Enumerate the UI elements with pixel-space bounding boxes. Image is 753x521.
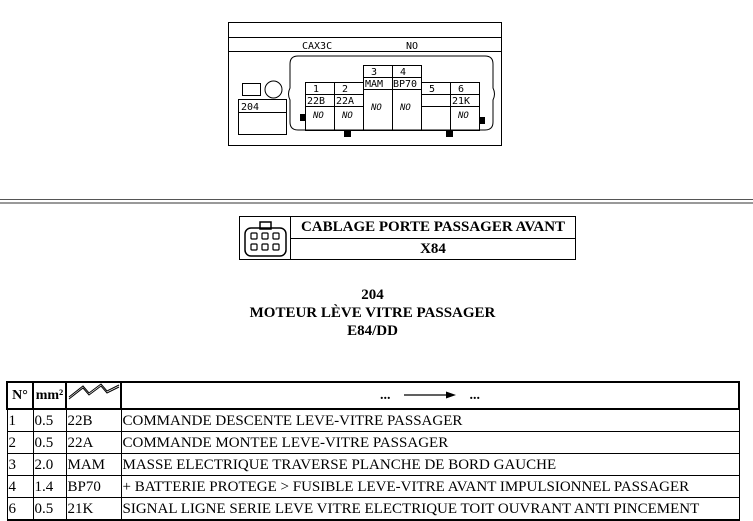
- pin-value: NO: [370, 103, 382, 113]
- pin-value: NO: [312, 111, 324, 121]
- locating-mark: [479, 117, 485, 124]
- section-divider: [0, 202, 753, 204]
- table-row: 4 1.4 BP70 + BATTERIE PROTEGE > FUSIBLE …: [6, 475, 740, 498]
- wire-code-cell: BP70: [65, 475, 122, 498]
- wire-section-cell: 0.5: [32, 497, 67, 521]
- locating-mark: [344, 131, 351, 137]
- pin-number: 3: [371, 67, 377, 78]
- connector-code: X84: [420, 241, 446, 257]
- wire-description-cell: SIGNAL LIGNE SERIE LEVE VITRE ELECTRIQUE…: [120, 497, 740, 521]
- pin-number: 2: [342, 84, 348, 95]
- wire-code-cell: 21K: [65, 497, 122, 521]
- connector-ref-label: CAX3C: [302, 41, 332, 52]
- pin-value: NO: [457, 111, 469, 121]
- pin-number-cell: 1: [6, 408, 34, 432]
- pin-table: N° mm² ... ... 1 0.5 22B COMMA: [6, 381, 740, 521]
- connection-suffix: ...: [469, 387, 481, 403]
- pin-number: 1: [313, 84, 319, 95]
- harness-title: CABLAGE PORTE PASSAGER AVANT: [291, 217, 575, 239]
- pin-signal: 22B: [307, 96, 325, 107]
- connector-color-label: NO: [406, 41, 418, 52]
- wire-icon: [65, 381, 122, 410]
- wire-code-cell: 22B: [65, 408, 122, 432]
- wire-section-cell: 0.5: [32, 408, 67, 432]
- connector-drawing: CAX3C NO 204 3 MAM NO 4 BP70 NO 1 22B NO…: [228, 22, 502, 146]
- pin-number-cell: 4: [6, 475, 34, 498]
- wire-code-cell: 22A: [65, 431, 122, 454]
- arrow-right-icon: [404, 391, 456, 399]
- wire-code-cell: MAM: [65, 453, 122, 476]
- component-name: MOTEUR LÈVE VITRE PASSAGER: [249, 305, 496, 321]
- connector-icon: [240, 217, 291, 259]
- table-row: 1 0.5 22B COMMANDE DESCENTE LEVE-VITRE P…: [6, 408, 740, 432]
- wire-section-cell: 2.0: [32, 453, 67, 476]
- connector-header: CABLAGE PORTE PASSAGER AVANT X84: [239, 216, 576, 260]
- pin-signal: BP70: [393, 79, 417, 90]
- pin-signal: 21K: [452, 96, 470, 107]
- table-header-row: N° mm² ... ...: [6, 381, 740, 410]
- pin-signal: 22A: [336, 96, 354, 107]
- wire-section-cell: 1.4: [32, 475, 67, 498]
- pin-number-cell: 2: [6, 431, 34, 454]
- pin-value: NO: [399, 103, 411, 113]
- table-row: 2 0.5 22A COMMANDE MONTEE LEVE-VITRE PAS…: [6, 431, 740, 454]
- locating-mark: [446, 131, 453, 137]
- header-section: mm²: [32, 381, 67, 410]
- header-number: N°: [6, 381, 34, 410]
- table-row: 6 0.5 21K SIGNAL LIGNE SERIE LEVE VITRE …: [6, 497, 740, 521]
- pin-number-cell: 6: [6, 497, 34, 521]
- wire-section-cell: 0.5: [32, 431, 67, 454]
- header-connection: ... ...: [120, 381, 740, 410]
- wire-description-cell: COMMANDE DESCENTE LEVE-VITRE PASSAGER: [120, 408, 740, 432]
- connector-side-label: 204: [241, 102, 259, 113]
- locating-mark: [300, 114, 306, 121]
- wire-description-cell: MASSE ELECTRIQUE TRAVERSE PLANCHE DE BOR…: [120, 453, 740, 476]
- pin-value: NO: [341, 111, 353, 121]
- connection-prefix: ...: [380, 387, 391, 403]
- pin-number: 5: [429, 84, 435, 95]
- pin-number: 4: [400, 67, 406, 78]
- table-row: 3 2.0 MAM MASSE ELECTRIQUE TRAVERSE PLAN…: [6, 453, 740, 476]
- component-number: 204: [361, 287, 384, 303]
- pin-number-cell: 3: [6, 453, 34, 476]
- wire-description-cell: + BATTERIE PROTEGE > FUSIBLE LEVE-VITRE …: [120, 475, 740, 498]
- component-reference: E84/DD: [347, 323, 398, 339]
- wire-description-cell: COMMANDE MONTEE LEVE-VITRE PASSAGER: [120, 431, 740, 454]
- pin-signal: MAM: [365, 79, 383, 90]
- section-divider: [0, 199, 753, 200]
- pin-number: 6: [458, 84, 464, 95]
